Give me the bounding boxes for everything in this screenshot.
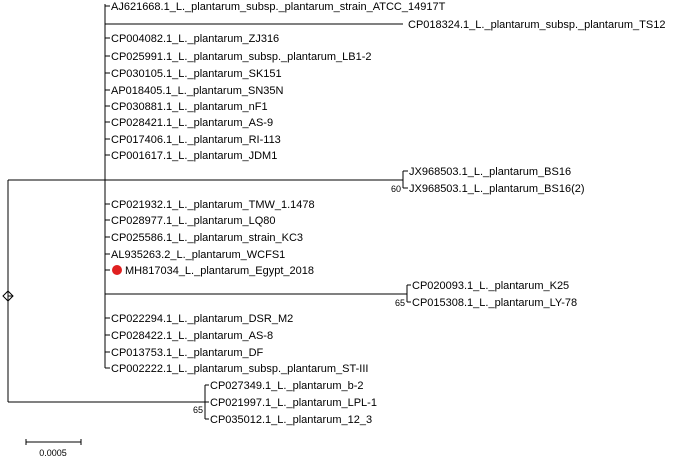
taxon-label: CP028421.1_L._plantarum_AS-9 — [111, 117, 273, 129]
taxon-label: AL935263.2_L._plantarum_WCFS1 — [111, 249, 285, 261]
bootstrap-values: 60 65 65 — [193, 184, 405, 415]
scale-bar: 0.0005 — [25, 439, 82, 458]
taxon-label: CP030105.1_L._plantarum_SK151 — [111, 68, 282, 80]
taxon-label: JX968503.1_L._plantarum_BS16(2) — [409, 183, 585, 195]
taxon-label: CP025586.1_L._plantarum_strain_KC3 — [111, 232, 303, 244]
taxon-label: AJ621668.1_L._plantarum_subsp._plantarum… — [111, 1, 446, 13]
scale-bar-label: 0.0005 — [39, 448, 67, 458]
bootstrap-value: 65 — [395, 298, 405, 308]
bootstrap-value: 65 — [193, 405, 203, 415]
taxon-label: CP022294.1_L._plantarum_DSR_M2 — [111, 313, 293, 325]
taxon-label: CP004082.1_L._plantarum_ZJ316 — [111, 33, 279, 45]
lower-clade-branches — [204, 384, 209, 420]
taxon-label: CP001617.1_L._plantarum_JDM1 — [111, 150, 277, 162]
taxon-label: CP030881.1_L._plantarum_nF1 — [111, 101, 268, 113]
taxon-label: CP021932.1_L._plantarum_TMW_1.1478 — [111, 199, 315, 211]
taxon-labels: AJ621668.1_L._plantarum_subsp._plantarum… — [111, 1, 665, 426]
taxon-label: CP018324.1_L._plantarum_subsp._plantarum… — [408, 19, 665, 31]
taxon-label: CP002222.1_L._plantarum_subsp._plantarum… — [111, 363, 368, 375]
main-clade-branches — [104, 4, 411, 369]
taxon-label: CP027349.1_L._plantarum_b-2 — [210, 380, 364, 392]
taxon-label: CP025991.1_L._plantarum_subsp._plantarum… — [111, 51, 372, 63]
taxon-label: CP017406.1_L._plantarum_RI-113 — [111, 134, 281, 146]
taxon-label: CP028422.1_L._plantarum_AS-8 — [111, 330, 273, 342]
root-branches — [7, 179, 205, 403]
taxon-label: CP028977.1_L._plantarum_LQ80 — [111, 215, 276, 227]
taxon-label: AP018405.1_L._plantarum_SN35N — [111, 85, 284, 97]
highlight-marker-icon — [112, 265, 122, 275]
taxon-label: CP020093.1_L._plantarum_K25 — [412, 280, 569, 292]
taxon-label-highlighted: MH817034_L._plantarum_Egypt_2018 — [125, 265, 314, 277]
taxon-label: CP021997.1_L._plantarum_LPL-1 — [210, 397, 377, 409]
taxon-label: CP035012.1_L._plantarum_12_3 — [210, 414, 372, 426]
taxon-label: JX968503.1_L._plantarum_BS16 — [409, 166, 571, 178]
taxon-label: CP015308.1_L._plantarum_LY-78 — [412, 297, 577, 309]
bootstrap-value: 60 — [391, 184, 401, 194]
taxon-label: CP013753.1_L._plantarum_DF — [111, 347, 264, 359]
